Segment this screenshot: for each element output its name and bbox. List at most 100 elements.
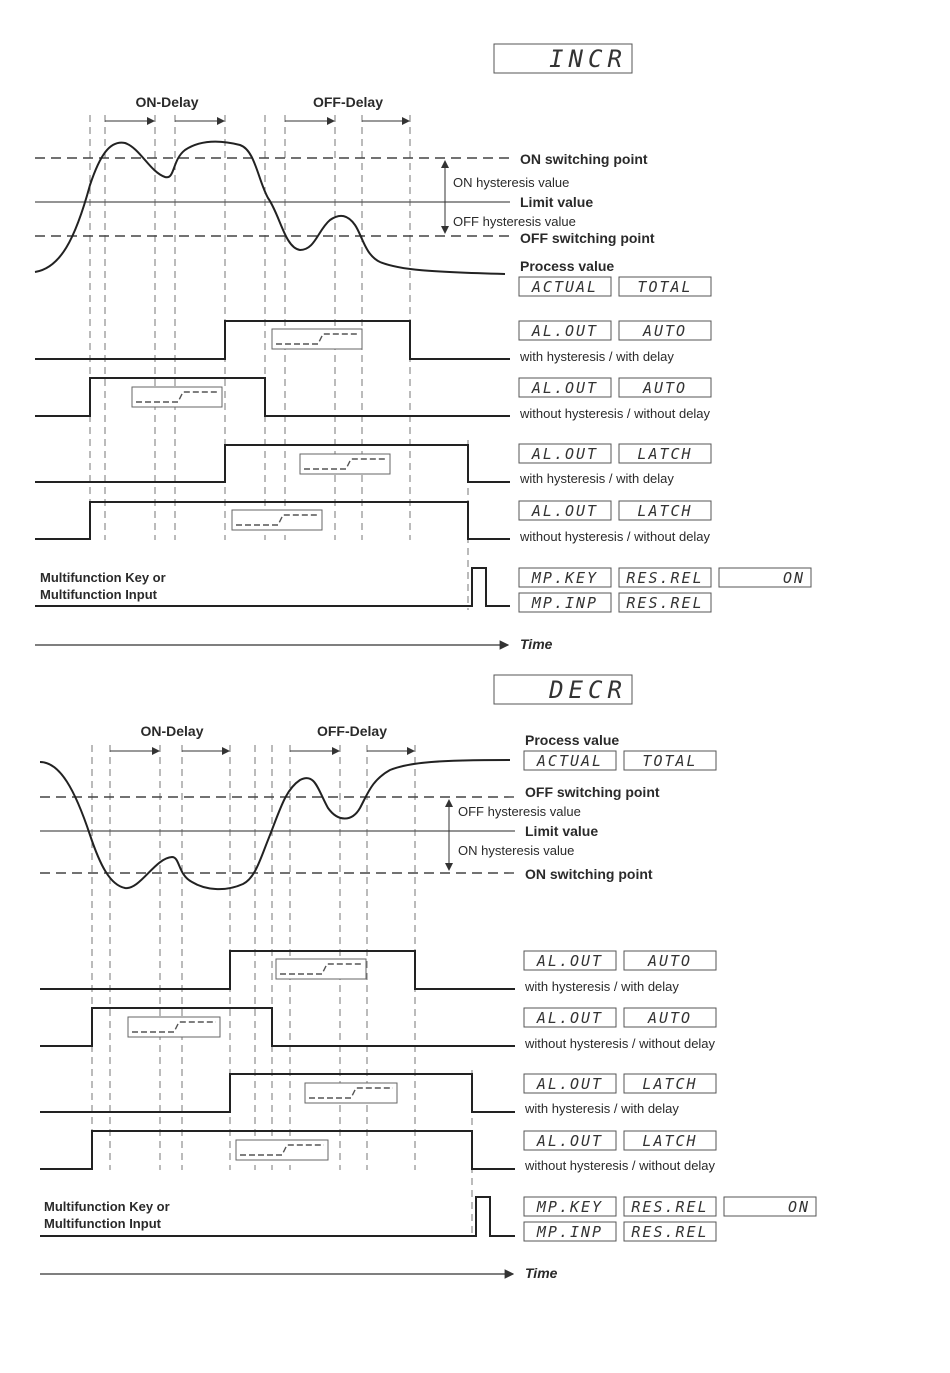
- decr-row-1-symbol-line: [280, 963, 362, 975]
- incr-section: INCR ON-Delay OFF-Delay: [34, 43, 812, 652]
- decr-row-3-display-2: [623, 1073, 717, 1094]
- decr-mf-display-a2: [623, 1196, 717, 1217]
- decr-total-display: [623, 750, 717, 771]
- decr-row-4-symbol-line: [240, 1144, 324, 1156]
- incr-mf-label-2: Multifunction Input: [40, 587, 158, 602]
- incr-actual-display: [518, 276, 612, 297]
- decr-row-1-display-2-text: AUTO: [647, 952, 692, 970]
- decr-row-2-display-2: [623, 1007, 717, 1028]
- incr-row-4-display-1-text: AL.OUT: [531, 502, 598, 520]
- decr-mf-display-b2-text: RES.REL: [631, 1223, 708, 1241]
- incr-row-3-signal: [35, 444, 510, 483]
- decr-row-3-display-2-text: LATCH: [642, 1075, 697, 1093]
- decr-row-4-display-1: [523, 1130, 617, 1151]
- decr-row-4: AL.OUT LATCH without hysteresis / withou…: [40, 1130, 717, 1173]
- decr-actual-display-text: ACTUAL: [536, 752, 603, 770]
- decr-row-3-symbol: [304, 1082, 398, 1104]
- incr-mf-signal: [35, 567, 510, 607]
- incr-row-3-symbol-line: [304, 458, 386, 470]
- incr-row-2-display-1-text: AL.OUT: [531, 379, 598, 397]
- decr-row-1-display-2: [623, 950, 717, 971]
- incr-row-1-signal: [35, 320, 510, 360]
- incr-process-value-label: Process value: [520, 258, 614, 274]
- decr-row-3-display-1: [523, 1073, 617, 1094]
- decr-row-3: AL.OUT LATCH with hysteresis / with dela…: [40, 1073, 717, 1116]
- incr-mf-display-b1: [518, 592, 612, 613]
- incr-row-2-display-1: [518, 377, 612, 398]
- decr-process-curve: [39, 759, 511, 890]
- decr-guide-lines: [91, 745, 473, 1238]
- incr-mode-display-text: INCR: [549, 45, 627, 73]
- decr-row-2-display-2-text: AUTO: [647, 1009, 692, 1027]
- decr-mf-display-a1-text: MP.KEY: [536, 1198, 603, 1216]
- decr-off-delay-label: OFF-Delay: [317, 723, 387, 739]
- decr-row-2-display-1: [523, 1007, 617, 1028]
- incr-row-3-display-2-text: LATCH: [637, 445, 692, 463]
- incr-actual-display-text: ACTUAL: [531, 278, 598, 296]
- incr-on-switching-label: ON switching point: [520, 151, 648, 167]
- decr-row-2-display-1-text: AL.OUT: [536, 1009, 603, 1027]
- decr-row-2-caption: without hysteresis / without delay: [524, 1036, 716, 1051]
- decr-on-switching-label: ON switching point: [525, 866, 653, 882]
- decr-row-1: AL.OUT AUTO with hysteresis / with delay: [40, 950, 717, 994]
- decr-mf-display-b2: [623, 1221, 717, 1242]
- decr-actual-display: [523, 750, 617, 771]
- decr-row-3-caption: with hysteresis / with delay: [524, 1101, 679, 1116]
- decr-mf-display-a1: [523, 1196, 617, 1217]
- decr-mf-label-2: Multifunction Input: [44, 1216, 162, 1231]
- decr-row-1-display-1-text: AL.OUT: [536, 952, 603, 970]
- incr-row-4: AL.OUT LATCH without hysteresis / withou…: [35, 500, 712, 544]
- decr-row-3-display-1-text: AL.OUT: [536, 1075, 603, 1093]
- incr-row-1-display-1: [518, 320, 612, 341]
- decr-total-display-text: TOTAL: [642, 752, 697, 770]
- incr-row-4-symbol: [231, 509, 323, 531]
- decr-mf-display-a3-text: ON: [788, 1198, 810, 1216]
- incr-row-1-symbol-line: [276, 333, 358, 345]
- incr-mf-display-a2: [618, 567, 712, 588]
- incr-on-delay-label: ON-Delay: [135, 94, 198, 110]
- decr-row-1-display-1: [523, 950, 617, 971]
- incr-row-1: AL.OUT AUTO with hysteresis / with delay: [35, 320, 712, 364]
- incr-on-hysteresis-label: ON hysteresis value: [453, 175, 569, 190]
- incr-row-4-symbol-line: [236, 514, 318, 526]
- decr-row-4-display-1-text: AL.OUT: [536, 1132, 603, 1150]
- incr-row-1-display-2-text: AUTO: [642, 322, 687, 340]
- incr-row-4-caption: without hysteresis / without delay: [519, 529, 711, 544]
- decr-row-1-caption: with hysteresis / with delay: [524, 979, 679, 994]
- incr-row-4-signal: [35, 501, 510, 540]
- decr-on-hysteresis-label: ON hysteresis value: [458, 843, 574, 858]
- incr-mf-display-a3-text: ON: [783, 569, 805, 587]
- incr-mf-display-a2-text: RES.REL: [626, 569, 703, 587]
- decr-off-switching-label: OFF switching point: [525, 784, 660, 800]
- incr-mf-display-b2: [618, 592, 712, 613]
- incr-row-3-display-2: [618, 443, 712, 464]
- incr-process-curve: [34, 140, 506, 275]
- incr-mf-display-a1: [518, 567, 612, 588]
- incr-guide-lines: [89, 115, 469, 610]
- incr-row-4-display-1: [518, 500, 612, 521]
- incr-row-3-display-1: [518, 443, 612, 464]
- incr-mf-label-1: Multifunction Key or: [40, 570, 166, 585]
- decr-row-2: AL.OUT AUTO without hysteresis / without…: [40, 1007, 717, 1051]
- decr-row-1-signal: [40, 950, 515, 990]
- incr-row-4-display-2: [618, 500, 712, 521]
- incr-row-1-display-1-text: AL.OUT: [531, 322, 598, 340]
- incr-mf-display-b1-text: MP.INP: [531, 594, 598, 612]
- incr-total-display: [618, 276, 712, 297]
- decr-row-2-symbol-line: [132, 1021, 216, 1033]
- decr-mf-display-a2-text: RES.REL: [631, 1198, 708, 1216]
- decr-mf-label-1: Multifunction Key or: [44, 1199, 170, 1214]
- decr-row-4-display-2-text: LATCH: [642, 1132, 697, 1150]
- decr-mf-display-b1-text: MP.INP: [536, 1223, 603, 1241]
- decr-row-4-caption: without hysteresis / without delay: [524, 1158, 716, 1173]
- incr-multifunction: Multifunction Key or Multifunction Input…: [35, 567, 812, 613]
- incr-row-3: AL.OUT LATCH with hysteresis / with dela…: [35, 443, 712, 486]
- decr-mode-display-text: DECR: [548, 676, 627, 704]
- incr-row-2-display-2: [618, 377, 712, 398]
- decr-mf-display-a3: [723, 1196, 817, 1217]
- decr-row-4-symbol: [235, 1139, 329, 1161]
- decr-mf-display-b1: [523, 1221, 617, 1242]
- incr-row-1-caption: with hysteresis / with delay: [519, 349, 674, 364]
- incr-mf-display-b2-text: RES.REL: [626, 594, 703, 612]
- incr-row-2-symbol-line: [136, 391, 218, 403]
